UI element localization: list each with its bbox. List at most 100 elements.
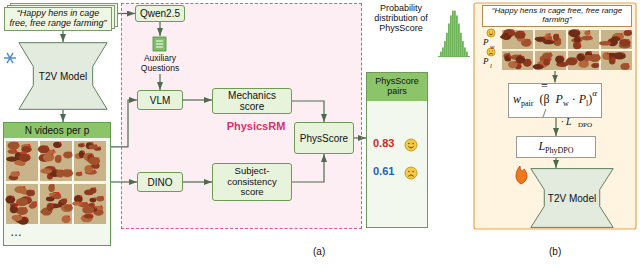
hen-comb [519,63,521,65]
hen-comb [15,156,17,158]
hen-comb [615,38,617,40]
hen-comb [49,168,51,170]
hen-comb [512,29,514,31]
hen [602,52,609,60]
hen [38,145,50,153]
histogram-bar [440,52,442,56]
hen-comb [47,154,49,156]
hen [10,205,18,213]
hen-comb [94,187,96,189]
emoji-face [405,139,417,151]
photo-ground [601,30,632,49]
hen-comb [51,154,53,156]
hen-comb [613,57,615,59]
hen-comb [17,171,19,173]
hen-comb [90,165,92,167]
hen [604,53,612,60]
document-line [156,41,163,42]
hen [81,214,93,222]
photo-ground [502,51,533,70]
hen-comb [99,146,101,148]
region-fill [121,3,362,229]
hen-comb [51,203,53,205]
subscript: l [490,62,492,69]
hen [523,59,532,67]
hen-comb [542,37,544,39]
document-icon-box: Auxiliary Questions [128,36,192,74]
photo-ground [40,184,72,224]
hen [93,206,103,210]
hen [47,173,53,179]
hen [14,186,26,193]
hen-comb [617,36,619,38]
hen [12,215,23,221]
hen-comb [82,143,84,145]
node-text: DINO [148,177,173,188]
hen-comb [85,202,87,204]
hen-comb [607,52,609,54]
hen-comb [597,63,599,65]
hen-comb [57,203,59,205]
node-text: “Happy hens in cage free, free range far… [8,9,108,29]
hen-comb [46,145,48,147]
hen-comb [97,157,99,159]
node-text: P [556,93,563,106]
hen-comb [578,42,580,44]
symbol: P [483,57,489,67]
hen-comb [91,214,93,216]
emoji-eye [412,171,413,172]
hen [614,52,626,59]
photo-ground [502,30,533,49]
hen [502,33,509,39]
hen [88,203,95,209]
hen [89,145,98,150]
hen [575,44,581,48]
histogram-bar [450,15,452,56]
flow-arrow [555,118,556,137]
symbol: · L [561,116,572,127]
hen-comb [579,38,581,40]
node-text: α [592,89,597,99]
hen [578,60,589,68]
hen [543,59,550,66]
hen [92,163,100,169]
flow-arrow [555,158,556,168]
loss-box: LPhyDPO [516,136,596,158]
hen-comb [509,55,511,57]
hen-comb [548,55,550,57]
hen-comb [57,170,59,172]
hen-comb [94,170,96,172]
hen-comb [622,52,624,54]
hen-comb [16,142,18,144]
node-illustration [128,36,192,52]
hen-comb [24,217,26,219]
hen [620,63,629,70]
emoji-eye [489,31,491,33]
hen-comb [627,63,629,65]
photo-ground [568,51,599,70]
histogram-bar [444,41,446,56]
hen [86,154,92,162]
hen [521,39,532,47]
flow-arrow [183,181,212,182]
hen-comb [52,196,54,198]
process-box: DINO [137,172,183,192]
hen-comb [608,41,610,43]
emoji-mouth [408,146,413,148]
photo-ground [535,30,566,49]
hen-comb [70,170,72,172]
hen-comb [508,33,510,35]
hen [540,55,552,63]
hen [504,55,511,61]
hen [61,204,73,212]
hen [44,166,56,174]
hen [553,34,559,41]
process-box: Qwen2.5 [135,5,185,22]
hen [585,51,592,57]
hen [86,142,94,149]
hen [500,35,511,39]
histogram-bar [452,11,454,56]
ellipsis: … [10,226,22,239]
module-region: Qwen2.5Auxiliary QuestionsVLMDINOMechani… [121,3,362,229]
header-text: PhysScore pairs [367,73,427,101]
